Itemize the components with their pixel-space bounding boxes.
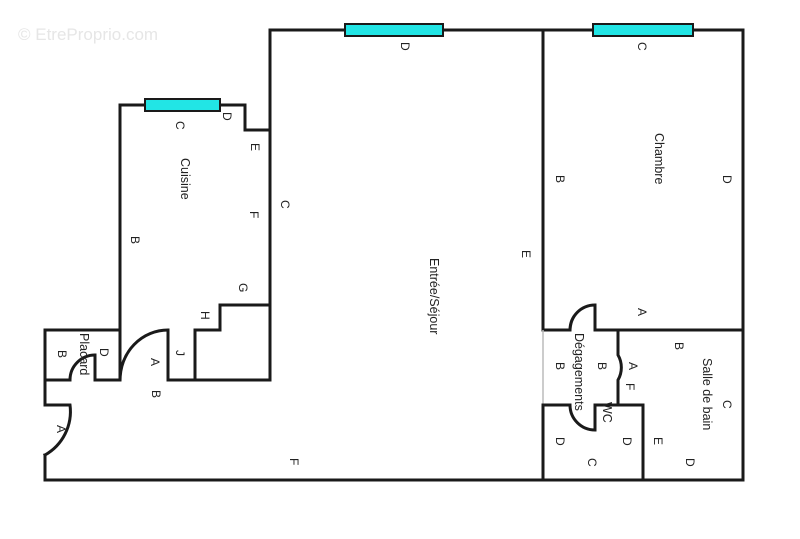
room-name: Entrée/Séjour	[427, 258, 441, 334]
wall-label: B	[553, 362, 567, 370]
wall-label: A	[635, 308, 649, 316]
room-name: Dégagements	[572, 333, 586, 411]
wall-label: D	[97, 348, 111, 357]
placard-walls	[43, 353, 122, 382]
wall-label: D	[683, 458, 697, 467]
wall-label: A	[148, 358, 162, 366]
window-chambre	[592, 23, 694, 37]
wall-label: B	[672, 342, 686, 350]
wall-label: D	[620, 437, 634, 446]
wall-label: C	[278, 200, 292, 209]
wall-label: D	[720, 175, 734, 184]
room-name: Chambre	[652, 133, 666, 184]
wall-label: D	[553, 437, 567, 446]
room-name: Placard	[77, 333, 91, 375]
wall-label: B	[149, 390, 163, 398]
wall-label: B	[128, 236, 142, 244]
room-name: WC	[600, 402, 614, 423]
wall-label: F	[623, 383, 637, 390]
wall-label: B	[553, 175, 567, 183]
wall-label: H	[198, 311, 212, 320]
wall-label: G	[236, 283, 250, 292]
watermark: © EtreProprio.com	[18, 25, 158, 44]
wall-label: J	[173, 350, 187, 356]
room-name: Cuisine	[178, 158, 192, 200]
wall-label: E	[248, 143, 262, 151]
wall-label: D	[220, 112, 234, 121]
wall-labels: C D E F B G H J A B D B A C D E F C B D …	[54, 42, 734, 467]
wall-label: B	[595, 362, 609, 370]
entrance-door	[42, 403, 72, 458]
outer-wall	[43, 28, 745, 482]
wall-label: F	[287, 458, 301, 465]
wall-label: E	[519, 250, 533, 258]
wall-label: A	[626, 362, 640, 370]
wall-label: B	[55, 350, 69, 358]
wall-label: A	[54, 425, 68, 433]
window-sejour	[344, 23, 444, 37]
bathroom-walls	[541, 328, 645, 482]
window-kitchen	[144, 98, 221, 112]
kitchen-walls	[118, 128, 272, 382]
wall-label: C	[635, 42, 649, 51]
wall-label: E	[651, 437, 665, 445]
wall-label: C	[173, 121, 187, 130]
chambre-walls	[541, 28, 745, 332]
room-name: Salle de bain	[700, 358, 714, 430]
wall-label: D	[398, 42, 412, 51]
wall-label: F	[247, 211, 261, 218]
wall-label: C	[720, 400, 734, 409]
wall-label: C	[585, 458, 599, 467]
